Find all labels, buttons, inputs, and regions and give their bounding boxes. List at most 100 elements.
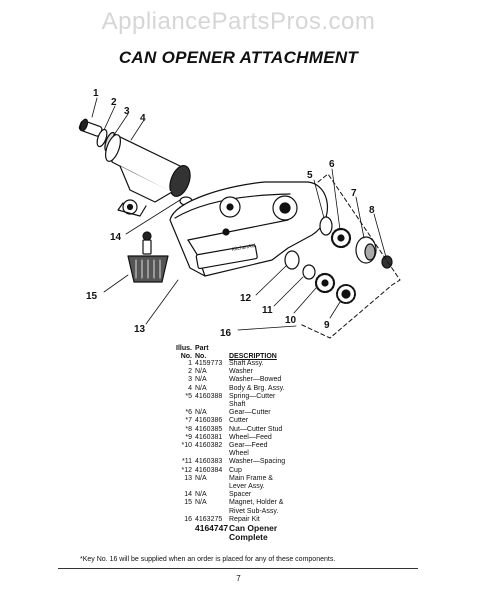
part-number: 4160384 [195, 466, 223, 474]
complete-row-2: Complete [170, 533, 419, 542]
illus-number: 1 [188, 360, 192, 367]
part-description: Repair Kit [229, 515, 260, 523]
watermark: AppliancePartsPros.com [101, 8, 376, 35]
part-no-header: No. [195, 352, 207, 360]
illus-number [170, 450, 195, 458]
cutter-spring-part [319, 216, 333, 236]
illus-number: 2 [188, 368, 192, 376]
complete-row: 4164747 Can Opener [170, 524, 419, 533]
part-description: Washer—Spacing [229, 458, 286, 466]
part-description: Wheel [229, 450, 249, 458]
parts-row: Rivet Sub-Assy. [170, 508, 419, 516]
callout-5: 5 [307, 170, 313, 181]
illus-number: *12 [181, 466, 192, 474]
callout-14: 14 [110, 232, 122, 243]
parts-row: Lever Assy. [170, 483, 419, 491]
feed-wheel-gear-part [314, 272, 336, 294]
repair-kit-bracket [299, 173, 401, 339]
part-description: Spacer [229, 491, 252, 499]
part-description: Body & Brg. Assy. [229, 384, 285, 392]
callout-10: 10 [285, 315, 297, 326]
nameplate-label: KitchenAid [231, 243, 256, 253]
part-number: N/A [195, 409, 207, 417]
part-number: N/A [195, 376, 207, 384]
leader-lines [91, 97, 387, 331]
part-description: Wheel—Feed [229, 433, 272, 441]
parts-row: Wheel [170, 450, 419, 458]
complete-description: Can Opener [229, 523, 278, 534]
part-number: N/A [195, 499, 207, 507]
illus-number: *6 [185, 409, 192, 417]
illus-number: 16 [184, 515, 192, 523]
part-description: Main Frame & [229, 474, 273, 482]
illus-number: *10 [181, 442, 192, 450]
callout-13: 13 [134, 324, 146, 335]
illus-number: 14 [184, 491, 192, 499]
part-description: Washer [229, 368, 253, 376]
illus-number: *11 [182, 458, 192, 466]
cutter-gear-part [330, 227, 352, 249]
illus-number: *5 [185, 392, 192, 400]
illus-number: *8 [185, 425, 192, 433]
callout-4: 4 [140, 113, 146, 124]
illus-number: 13 [184, 474, 192, 482]
illus-number [170, 483, 195, 491]
part-number: 4163275 [195, 515, 223, 523]
page-number: 7 [236, 574, 241, 583]
exploded-parts-diagram: KitchenAid 1 2 3 4 5 6 7 8 9 10 11 12 13… [78, 88, 401, 339]
part-description: Shaft [229, 401, 246, 409]
part-description: Magnet, Holder & [229, 499, 284, 507]
cup-part [284, 250, 300, 270]
illus-number: 15 [184, 499, 192, 507]
callout-7: 7 [351, 188, 357, 199]
part-header: Part [195, 345, 209, 352]
callout-3: 3 [124, 106, 130, 117]
part-number: N/A [195, 384, 207, 392]
part-description: Cutter [229, 417, 249, 425]
part-description: Cup [229, 466, 242, 474]
part-number [195, 450, 229, 458]
spacing-washer-part [302, 264, 316, 280]
part-number: 4159773 [195, 360, 223, 367]
parts-row: Shaft [170, 401, 419, 409]
callout-16: 16 [220, 328, 232, 339]
part-description: Gear—Cutter [229, 409, 271, 417]
part-number: N/A [195, 368, 207, 376]
illus-no-header: No. [180, 352, 192, 360]
part-number: 4160381 [195, 433, 223, 441]
part-description: Washer—Bowed [229, 376, 282, 384]
magnet-holder-part [127, 231, 169, 283]
footnote: *Key No. 16 will be supplied when an ord… [80, 556, 336, 563]
illus-number [170, 508, 195, 516]
part-description: Spring—Cutter [229, 392, 276, 400]
part-number: 4160383 [195, 458, 223, 466]
divider [58, 568, 418, 569]
callout-8: 8 [369, 205, 375, 216]
part-number [195, 401, 229, 409]
part-number: 4160388 [195, 392, 223, 400]
part-number: 4160385 [195, 425, 223, 433]
cutter-stud-nut-part [381, 255, 393, 269]
illus-number: *7 [185, 417, 192, 425]
cutter-part [355, 236, 377, 264]
part-description: Rivet Sub-Assy. [229, 507, 279, 515]
part-number [195, 483, 229, 491]
callout-1: 1 [93, 88, 99, 99]
description-header: DESCRIPTION [229, 352, 277, 360]
callout-6: 6 [329, 159, 335, 170]
